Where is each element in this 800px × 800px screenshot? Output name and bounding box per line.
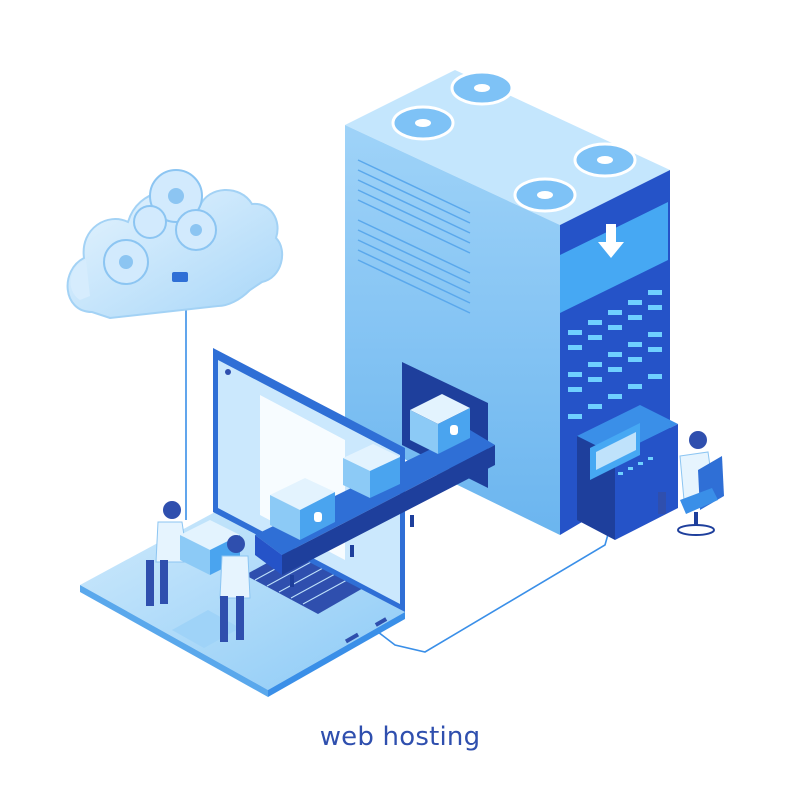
server-rack-icon [345,70,670,535]
conveyor-belt-icon [255,394,495,587]
caption-text: web hosting [319,722,481,752]
download-arrow-icon [598,224,624,258]
workers-icon [146,501,251,642]
cloud-gears-icon [66,169,284,320]
office-chair-icon [677,456,724,536]
